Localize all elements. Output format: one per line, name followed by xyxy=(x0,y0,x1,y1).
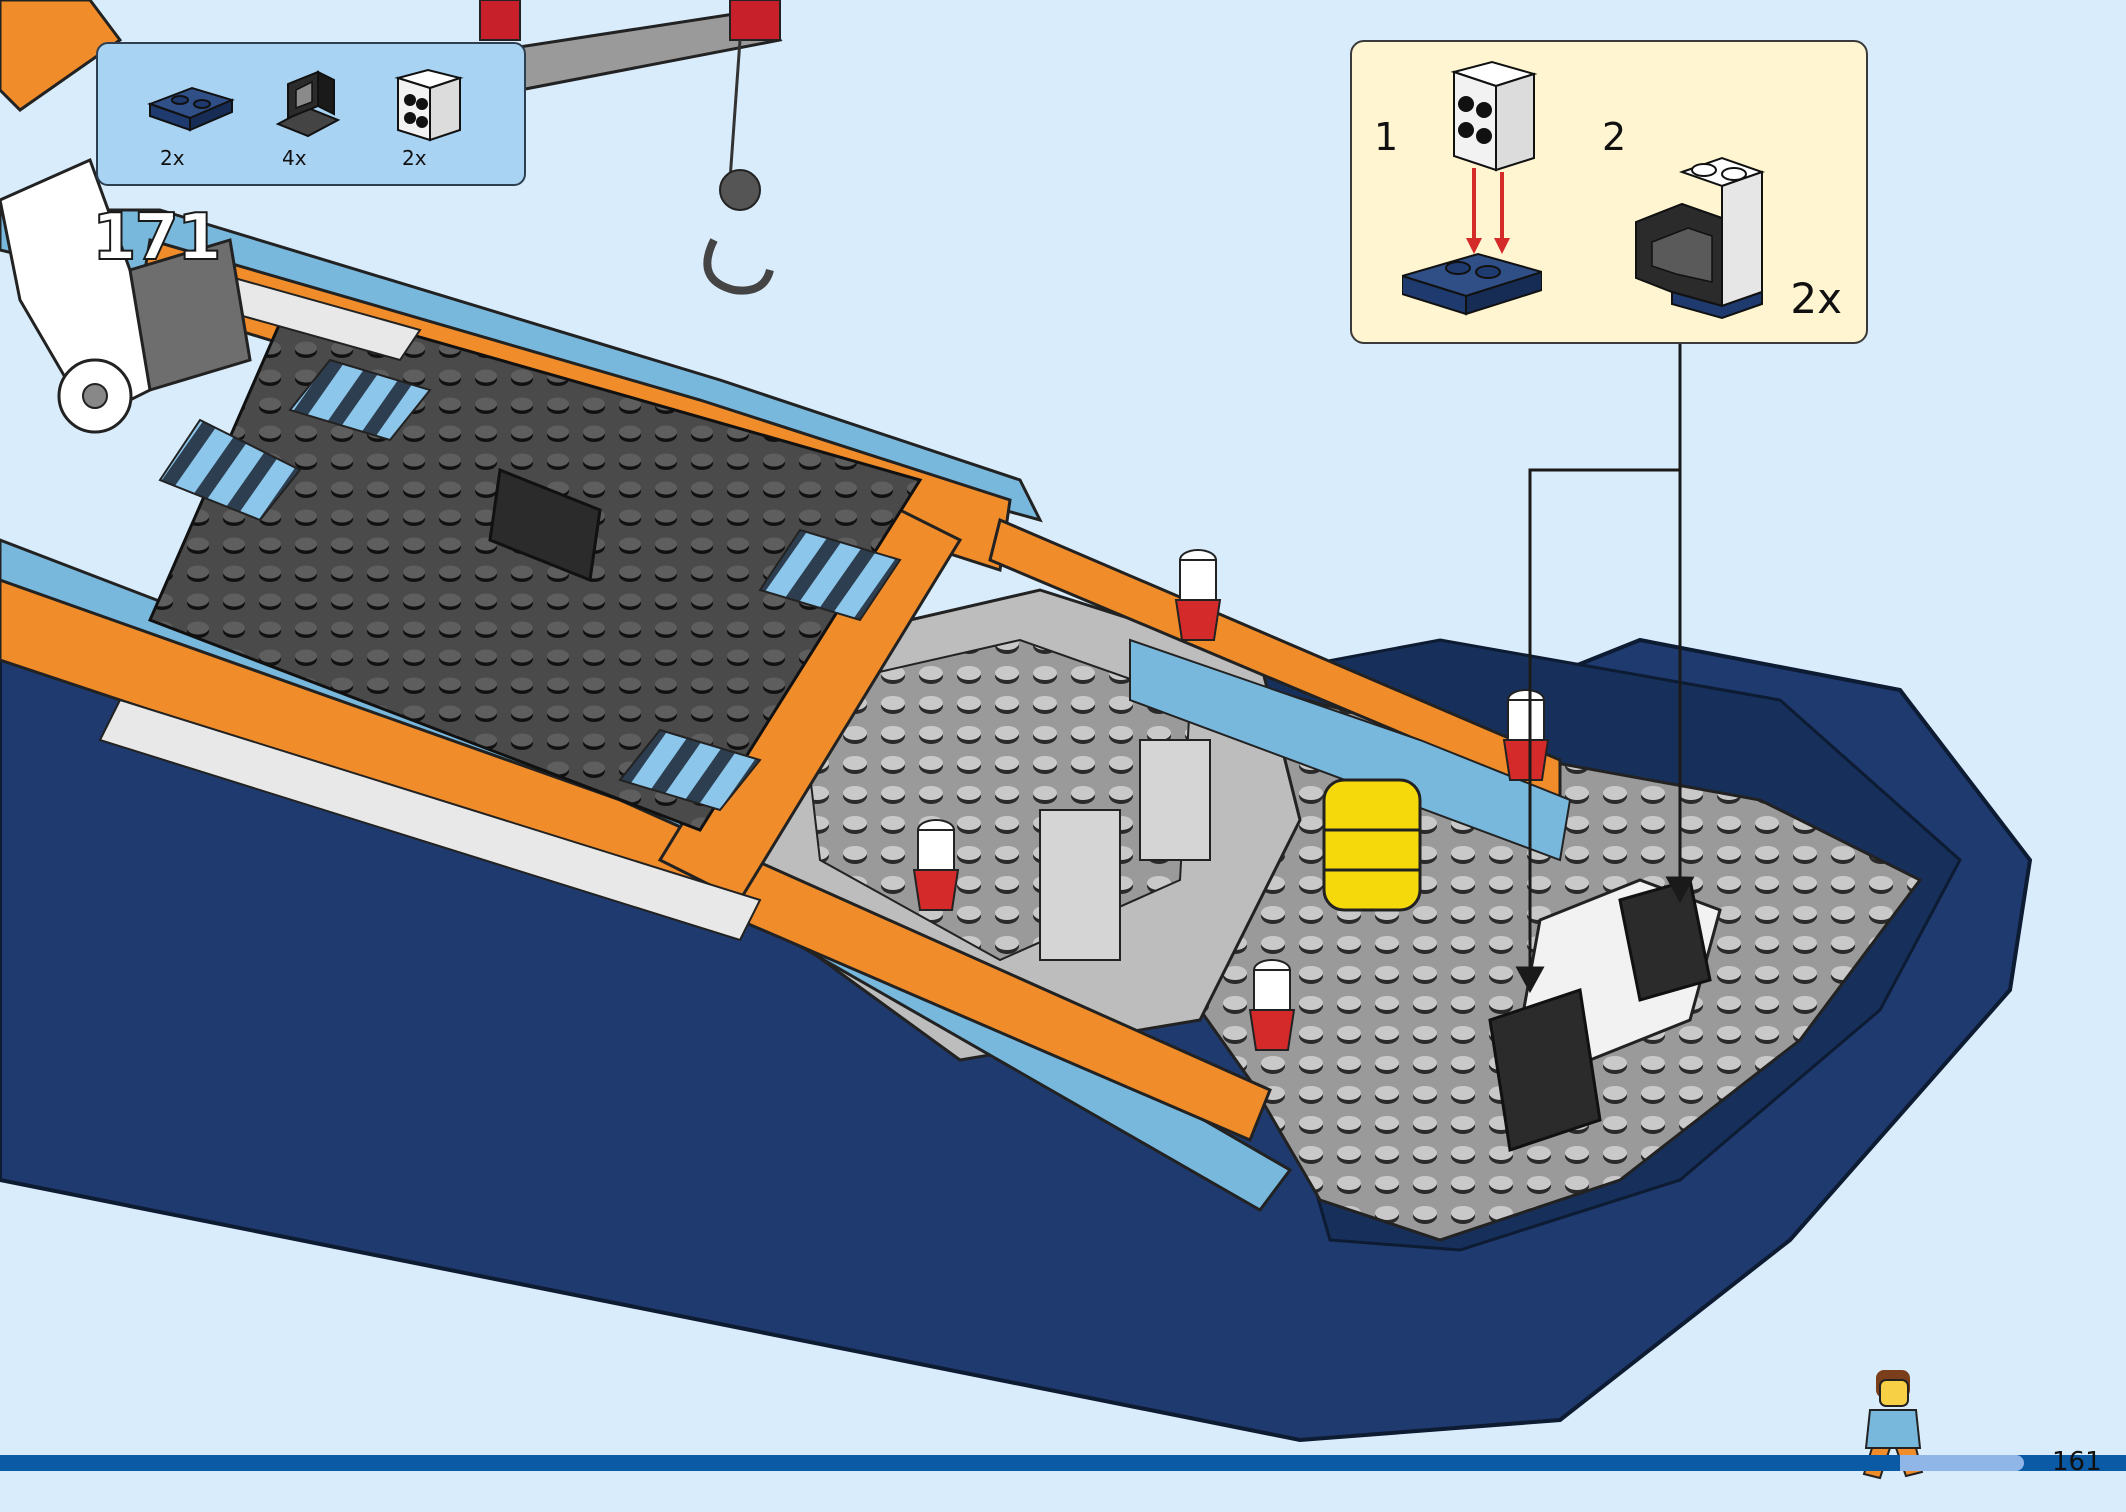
parts-list: 2x 4x 2x xyxy=(96,42,526,186)
part-navy-plate: 2x xyxy=(146,44,256,188)
part-qty: 4x xyxy=(282,146,307,170)
step-number: 171 xyxy=(91,201,223,275)
handle-bracket-icon xyxy=(275,70,341,138)
navy-plate-icon xyxy=(147,86,235,132)
sub-assembly-callout: 1 2 2x xyxy=(1350,40,1868,344)
progress-track xyxy=(1900,1455,2024,1471)
progress-bar xyxy=(0,1455,2126,1471)
dark-deck-plate xyxy=(147,298,923,832)
placed-bracket-assembly xyxy=(1488,878,1722,1152)
part-qty: 2x xyxy=(160,146,185,170)
yellow-barrel xyxy=(1322,778,1422,912)
part-qty: 2x xyxy=(402,146,427,170)
crane xyxy=(0,0,783,434)
sub-step-2-label: 2 xyxy=(1602,115,1627,159)
sub-step-1-diagram xyxy=(1402,60,1542,316)
sub-assembly-quantity: 2x xyxy=(1790,274,1842,323)
sub-step-2-diagram xyxy=(1635,156,1766,320)
callout-lines xyxy=(1515,344,1695,994)
bollards xyxy=(912,549,1550,1051)
part-white-brick: 2x xyxy=(388,44,498,188)
white-brick-icon xyxy=(394,68,464,142)
sub-step-1-label: 1 xyxy=(1374,115,1399,159)
page-number: 161 xyxy=(2052,1447,2102,1477)
part-handle-bracket: 4x xyxy=(268,44,378,188)
